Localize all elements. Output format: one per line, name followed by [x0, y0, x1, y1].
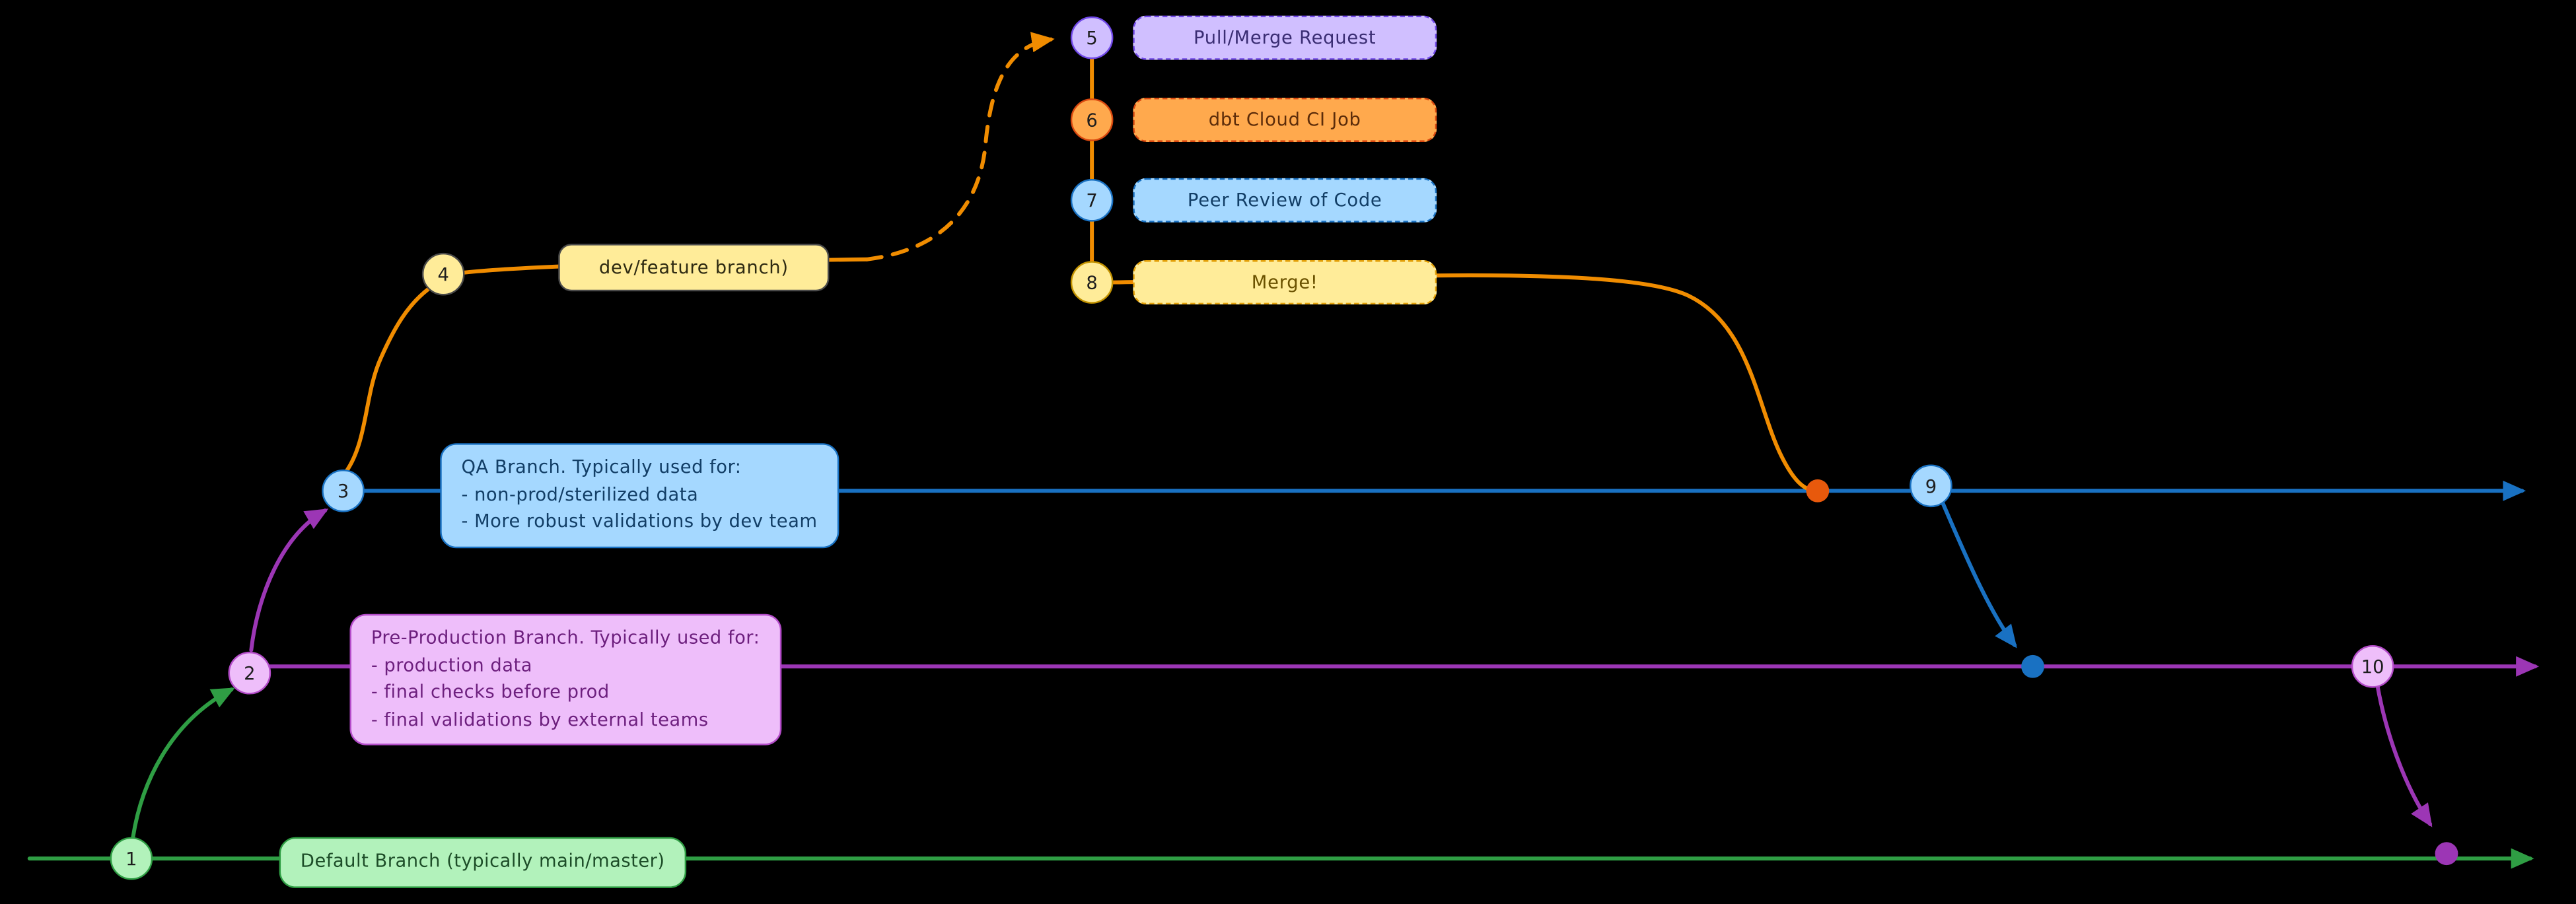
feature-branch-box: dev/feature branch) [558, 244, 830, 292]
node-number: 1 [125, 847, 137, 870]
step-box-pull-merge-request: Pull/Merge Request [1133, 15, 1437, 60]
preprod-branch-label: Pre-Production Branch. Typically used fo… [349, 613, 781, 746]
node-number: 2 [244, 662, 256, 684]
step-label: dbt Cloud CI Job [1208, 109, 1361, 131]
node-number: 7 [1086, 190, 1098, 211]
branch-off-default-to-preprod-arrow [131, 687, 235, 839]
merge-commit-dot-qa [1806, 479, 1830, 503]
qa-to-preprod-merge-arrow [1940, 500, 2017, 648]
commit-node-6: 6 [1070, 98, 1114, 141]
preprod-to-default-merge-arrow [2375, 684, 2433, 827]
commit-node-7: 7 [1070, 178, 1114, 222]
branch-off-preprod-to-qa-arrow [249, 508, 329, 652]
node-number: 9 [1925, 475, 1937, 497]
merge-commit-dot-preprod [2021, 654, 2044, 678]
commit-node-4: 4 [421, 252, 465, 296]
feature-branch-text: dev/feature branch) [598, 257, 789, 279]
node-number: 4 [437, 263, 449, 285]
commit-node-2: 2 [228, 651, 271, 695]
preprod-branch-item: - final validations by external teams [371, 708, 709, 730]
branch-off-qa-to-feature-curve [344, 287, 431, 473]
qa-branch-title: QA Branch. Typically used for: [461, 456, 742, 478]
step-box-dbt-cloud-ci-job: dbt Cloud CI Job [1133, 97, 1437, 143]
step-label: Peer Review of Code [1187, 190, 1382, 211]
qa-branch-item: - non-prod/sterilized data [461, 483, 699, 505]
preprod-branch-item: - final checks before prod [371, 681, 610, 703]
commit-node-1: 1 [110, 837, 153, 880]
node-number: 10 [2361, 656, 2384, 678]
commit-node-3: 3 [322, 469, 365, 512]
step-label: Merge! [1251, 271, 1318, 293]
feature-to-pr-dashed-arrow [865, 32, 1055, 261]
node-number: 3 [337, 480, 349, 502]
commit-node-5: 5 [1070, 16, 1114, 59]
node-number: 6 [1086, 109, 1098, 131]
preprod-branch-title: Pre-Production Branch. Typically used fo… [371, 627, 760, 648]
merge-commit-dot-default [2435, 842, 2458, 866]
preprod-branch-item: - production data [371, 654, 532, 676]
step-box-peer-review: Peer Review of Code [1133, 178, 1437, 223]
commit-node-9: 9 [1910, 464, 1952, 508]
node-number: 8 [1086, 271, 1098, 293]
qa-branch-label: QA Branch. Typically used for: - non-pro… [440, 443, 839, 548]
default-branch-title: Default Branch (typically main/master) [300, 850, 665, 872]
qa-branch-item: - More robust validations by dev team [461, 510, 818, 532]
default-branch-label: Default Branch (typically main/master) [279, 837, 686, 887]
node-number: 5 [1086, 27, 1098, 49]
step-label: Pull/Merge Request [1194, 27, 1377, 49]
merge-back-to-qa-curve [1111, 273, 1816, 493]
commit-node-10: 10 [2351, 644, 2394, 688]
step-box-merge: Merge! [1133, 260, 1437, 305]
commit-node-8: 8 [1070, 261, 1114, 304]
